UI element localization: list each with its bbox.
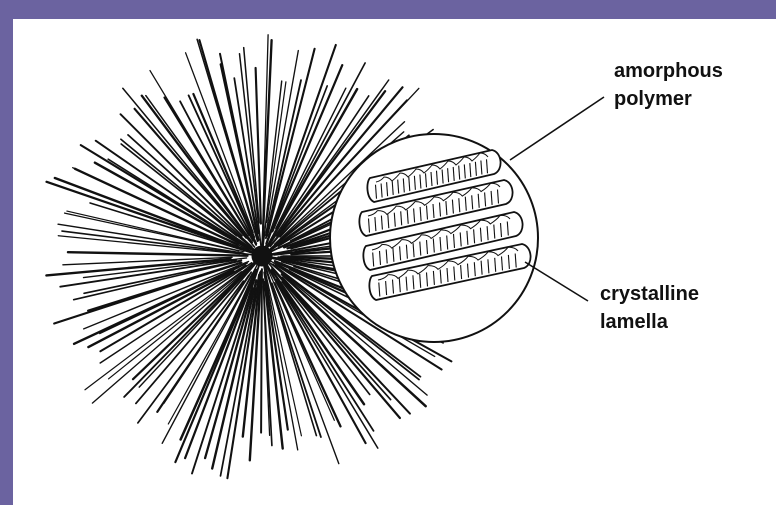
label-amorphous-line1: amorphous bbox=[614, 60, 723, 82]
spherulite-core bbox=[252, 246, 272, 266]
label-crystalline-line1: crystalline bbox=[600, 283, 699, 305]
spherulite-ray bbox=[68, 252, 247, 256]
spherulite-ray bbox=[261, 269, 262, 433]
label-crystalline-line2: lamella bbox=[600, 311, 669, 333]
crystalline-leader-line bbox=[525, 262, 588, 301]
magnified-inset bbox=[330, 134, 538, 342]
amorphous-leader-line bbox=[510, 97, 604, 160]
label-amorphous-line2: polymer bbox=[614, 88, 692, 110]
